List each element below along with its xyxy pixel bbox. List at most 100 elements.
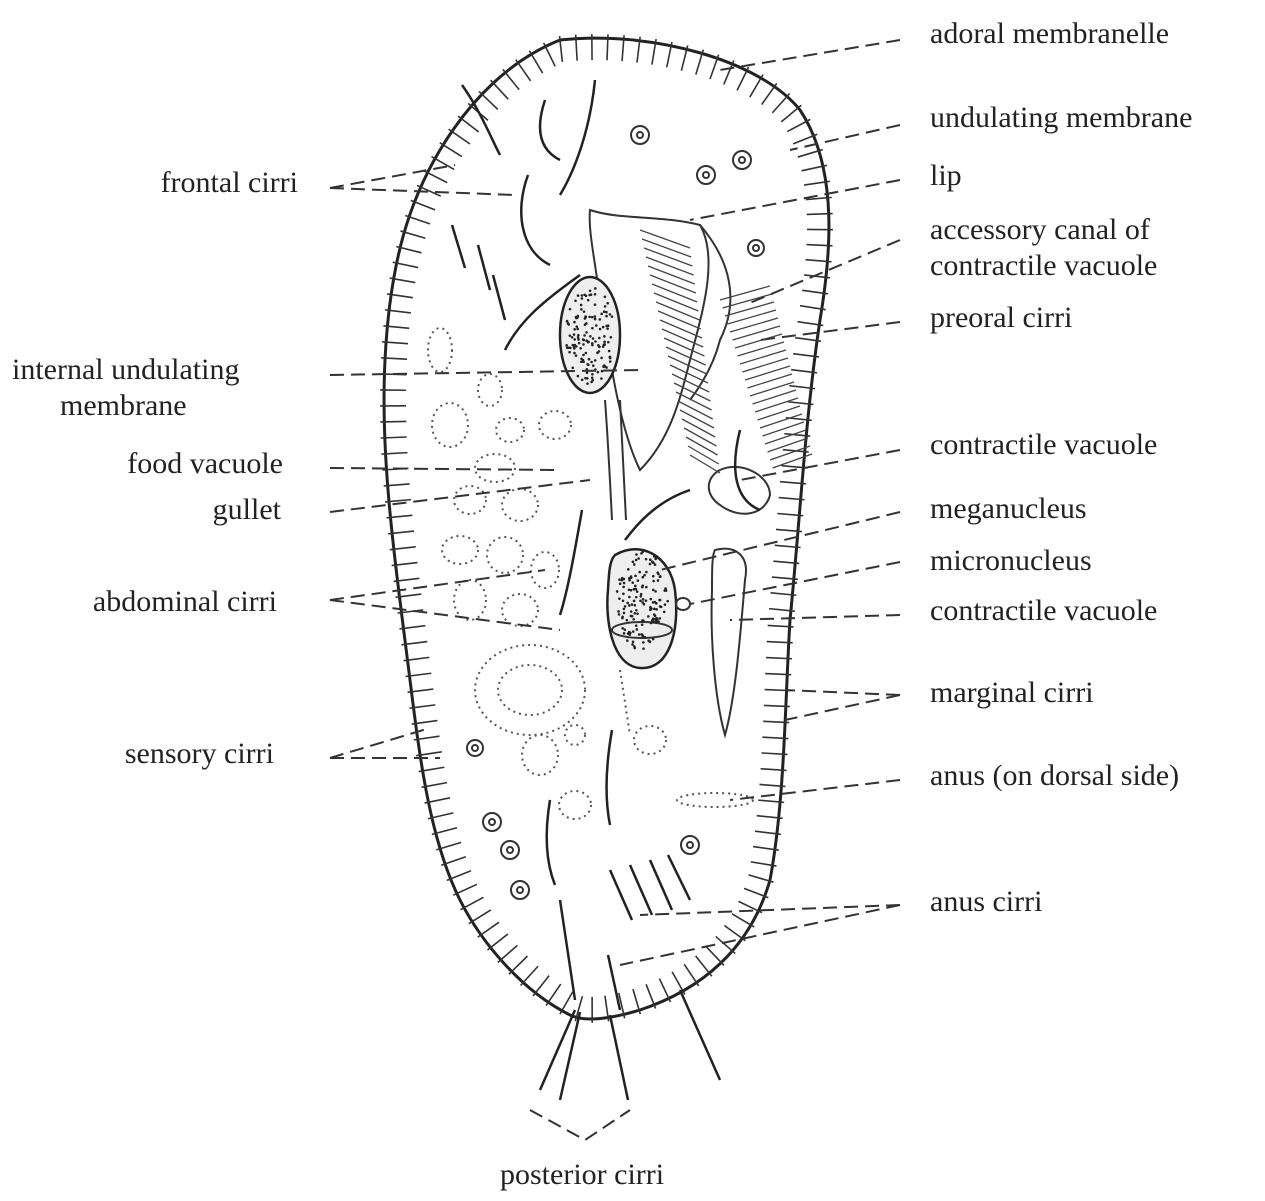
stipple-dot xyxy=(635,553,638,556)
cilium xyxy=(532,975,550,997)
stipple-dot xyxy=(574,299,577,303)
stipple-dot xyxy=(573,320,576,324)
stipple-dot xyxy=(621,616,624,620)
stipple-dot xyxy=(593,292,597,296)
label-marginal-cirri: marginal cirri xyxy=(930,676,1094,709)
cilium xyxy=(405,672,432,678)
cilium xyxy=(665,41,673,68)
cilium xyxy=(658,978,672,1003)
stipple-dot xyxy=(581,358,585,362)
cilium xyxy=(452,883,478,896)
stipple-dot xyxy=(593,315,597,318)
cilium xyxy=(416,184,442,197)
cilium xyxy=(403,656,430,662)
stipple-dot xyxy=(636,579,640,582)
cilium xyxy=(636,36,641,63)
cilium xyxy=(416,750,442,757)
cilium xyxy=(457,115,480,133)
membranelle-line xyxy=(744,365,791,381)
membranelle-line xyxy=(641,238,692,258)
stipple-dot xyxy=(608,355,612,359)
stipple-dot xyxy=(594,324,598,327)
stipple-dot xyxy=(603,340,606,344)
cilium xyxy=(749,74,764,98)
stipple-dot xyxy=(608,360,612,363)
stipple-dot xyxy=(641,619,644,622)
cilium xyxy=(386,514,413,519)
cilium xyxy=(761,752,788,756)
cilium xyxy=(391,561,418,567)
stipple-dot xyxy=(658,617,662,620)
stipple-dot xyxy=(601,345,605,348)
membranelle-line xyxy=(671,373,710,393)
food-vacuoles xyxy=(427,327,754,820)
cilium xyxy=(805,258,832,263)
stipple-dot xyxy=(626,601,629,605)
stipple-dot xyxy=(605,314,608,318)
stipple-dot xyxy=(576,294,580,297)
stipple-dot xyxy=(649,597,653,601)
membranelle-line xyxy=(737,341,785,357)
posterior-cirri xyxy=(529,989,722,1142)
label-micronucleus: micronucleus xyxy=(930,544,1092,577)
stipple-dot xyxy=(603,305,607,308)
label-food-vacuole: food vacuole xyxy=(127,447,283,480)
stipple-dot xyxy=(590,315,594,319)
nuclear-band xyxy=(611,621,673,639)
cilium xyxy=(759,783,786,788)
stipple-dot xyxy=(620,576,624,580)
meganucleus-shape xyxy=(606,548,678,670)
cilium xyxy=(777,512,804,517)
cilium xyxy=(508,955,528,975)
stipple-dot xyxy=(617,613,621,616)
cilium xyxy=(748,874,774,884)
cilium xyxy=(671,971,686,995)
cilium xyxy=(448,128,471,145)
cilium xyxy=(763,720,790,724)
stipple-dot xyxy=(600,356,603,360)
stipple-dot xyxy=(602,310,606,314)
stipple-dot xyxy=(645,585,648,589)
cilium xyxy=(695,49,705,75)
cilium xyxy=(410,199,436,211)
membranelle-line xyxy=(657,310,702,330)
stipple-dot xyxy=(627,604,631,607)
cilium xyxy=(387,293,414,299)
stipple-dot xyxy=(618,578,621,581)
stipple-dot xyxy=(606,324,610,327)
stipple-dot xyxy=(658,598,661,602)
cilium xyxy=(477,921,500,938)
label-lip: lip xyxy=(930,159,962,192)
stipple-dot xyxy=(653,607,656,611)
cilium xyxy=(781,464,808,469)
stipple-dot xyxy=(583,323,587,326)
body-outline xyxy=(382,36,831,1021)
stipple-dot xyxy=(617,610,620,613)
stipple-dot xyxy=(638,570,641,574)
cilium xyxy=(804,274,831,279)
cilium xyxy=(405,214,431,225)
stipple-dot xyxy=(649,605,652,609)
cilium xyxy=(743,887,769,899)
stipple-dot xyxy=(568,350,571,354)
cilium xyxy=(779,480,807,485)
cilium xyxy=(392,261,419,269)
stipple-dot xyxy=(649,621,653,625)
leader-lines-left xyxy=(329,164,641,759)
stipple-dot xyxy=(622,585,625,589)
stipple-dot xyxy=(589,334,592,338)
stipple-dot xyxy=(628,633,632,636)
stipple-dot xyxy=(634,595,638,599)
stipple-dot xyxy=(603,335,606,338)
curved-cirri xyxy=(460,79,761,886)
contractile-vacuole-shape xyxy=(707,465,772,515)
membranelle-line xyxy=(667,355,708,375)
cilium xyxy=(705,946,725,966)
cilium xyxy=(760,767,787,772)
stipple-dot xyxy=(565,343,568,347)
stipple-dot xyxy=(580,294,584,297)
cilium xyxy=(497,944,518,964)
stipple-dot xyxy=(565,346,569,350)
stipple-dot xyxy=(606,301,610,305)
label-posterior-cirri: posterior cirri xyxy=(500,1158,665,1191)
